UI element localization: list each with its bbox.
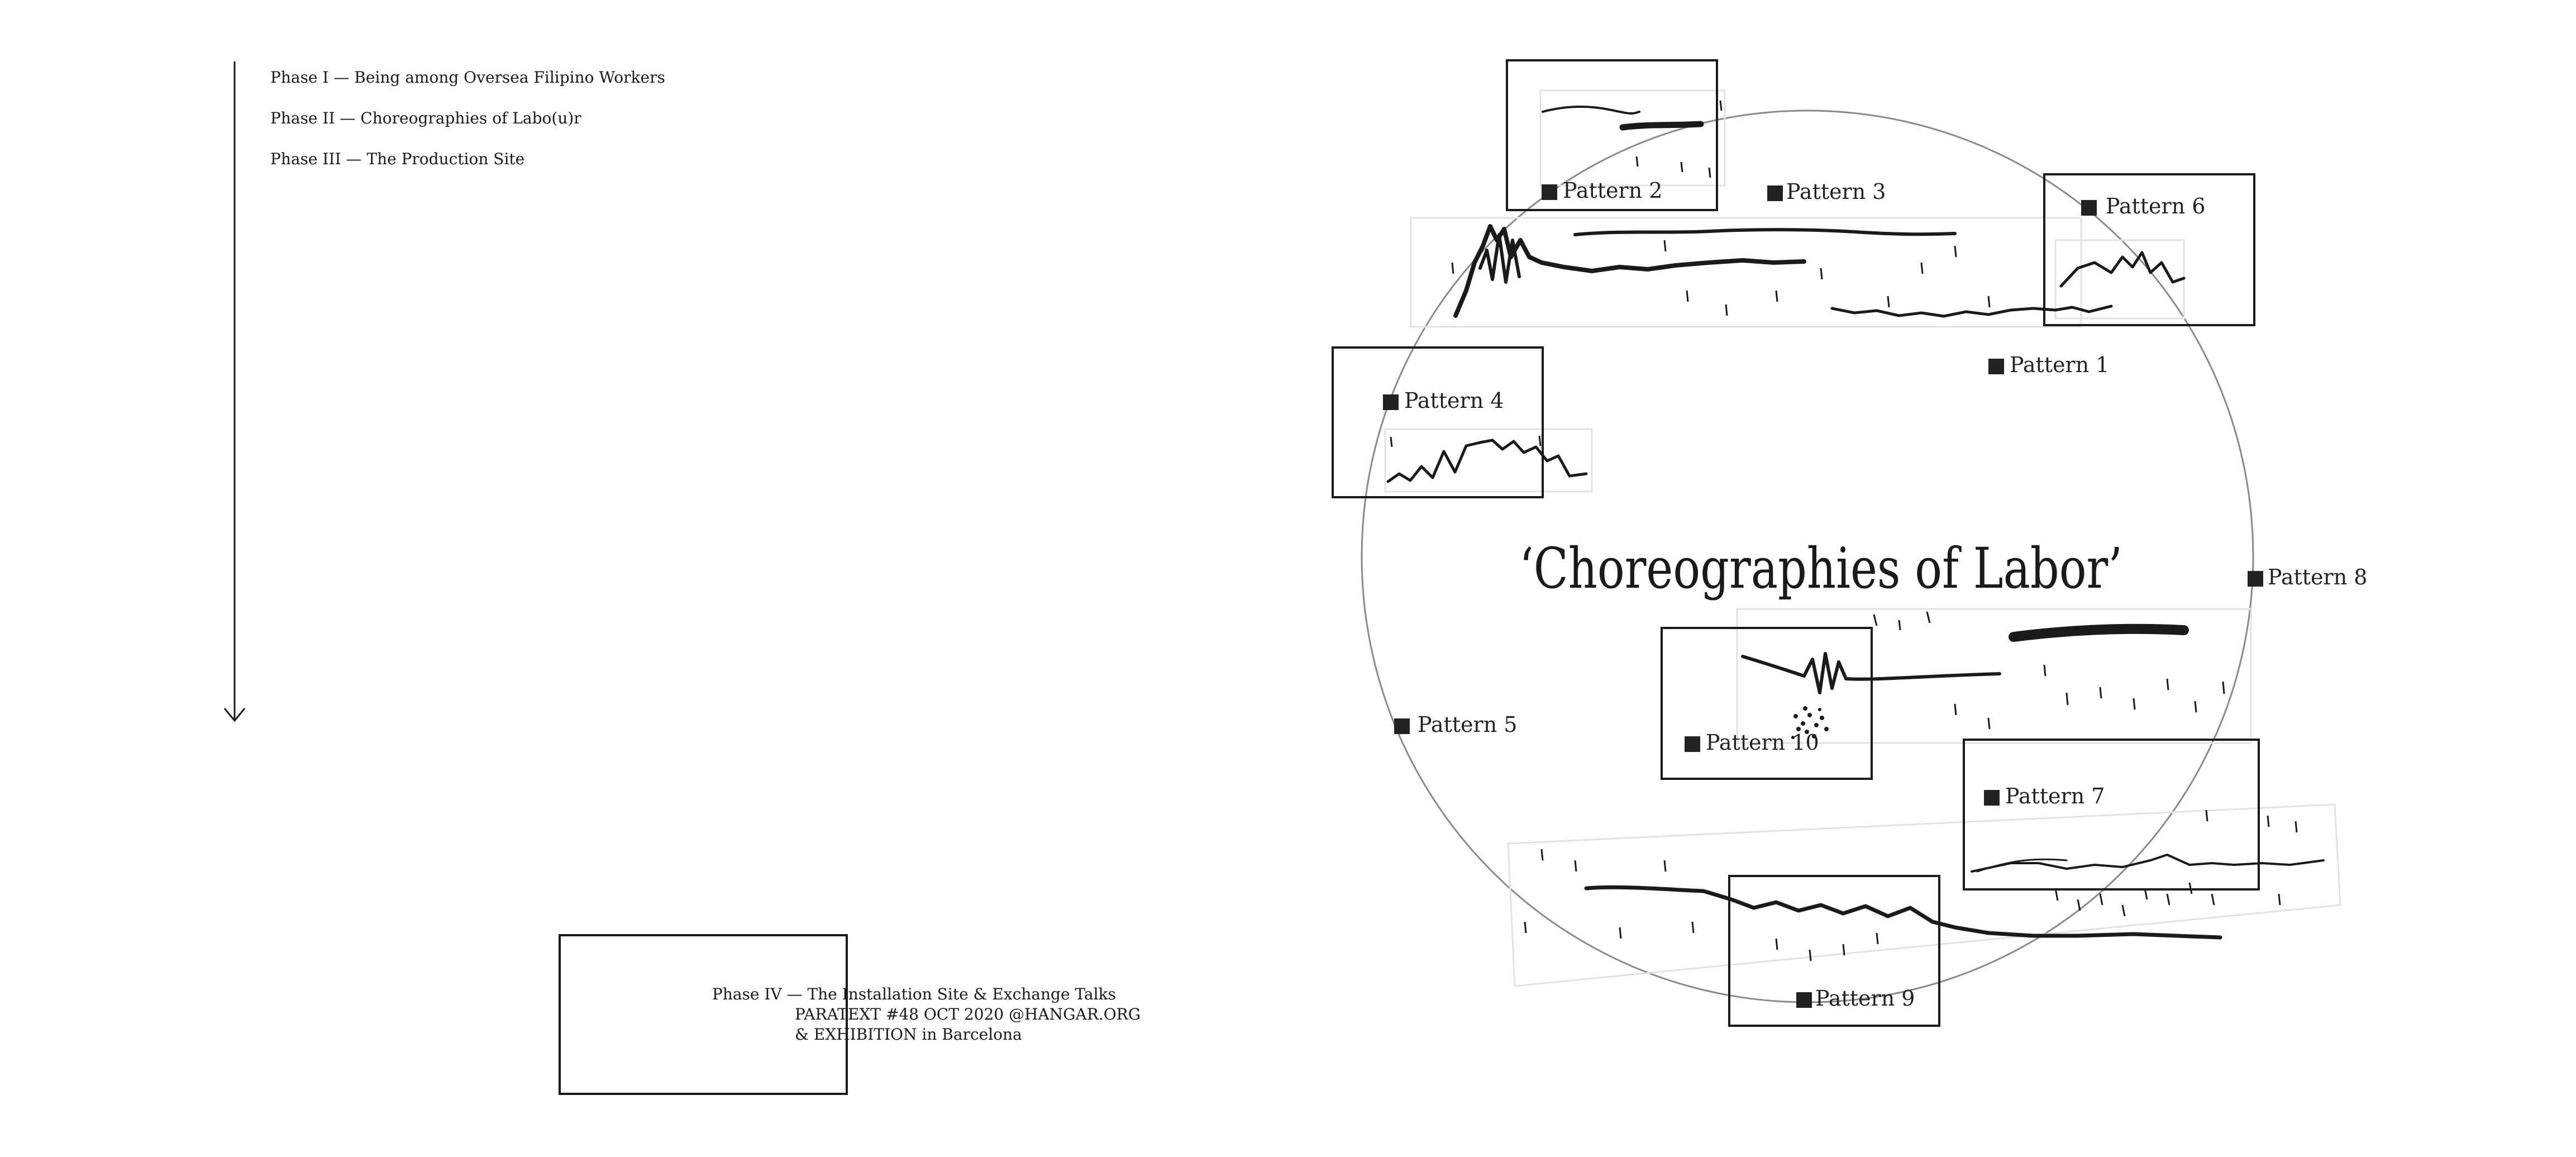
phase-1-label: Phase I — Being among Oversea Filipino W… xyxy=(270,68,665,87)
pattern-5-label: Pattern 5 xyxy=(1418,712,1517,737)
pattern-10-box xyxy=(1661,627,1873,780)
diagram-title: ‘Choreographies of Labor’ xyxy=(1519,536,2122,601)
pattern-6-marker xyxy=(2081,200,2097,216)
phase-4-exhibition: & EXHIBITION in Barcelona xyxy=(795,1025,1022,1044)
pattern-2-marker xyxy=(1542,184,1557,200)
phase-4-event: PARATEXT #48 OCT 2020 @HANGAR.ORG xyxy=(795,1005,1141,1023)
phase-2-label: Phase II — Choreographies of Labo(u)r xyxy=(270,109,581,127)
pattern-1-marker xyxy=(1988,359,2004,374)
pattern-3-label: Pattern 3 xyxy=(1786,179,1886,204)
pattern-4-marker xyxy=(1383,394,1399,410)
tick-marks xyxy=(1390,100,2298,961)
pattern-5-marker xyxy=(1394,718,1410,734)
pattern-10-marker xyxy=(1685,736,1700,752)
pattern-8-marker xyxy=(2248,571,2263,587)
phase-4-label: Phase IV — The Installation Site & Excha… xyxy=(712,985,1116,1003)
pattern-7-box xyxy=(1963,739,2260,891)
pattern-2-label: Pattern 2 xyxy=(1563,178,1662,203)
phase-3-label: Phase III — The Production Site xyxy=(270,150,525,168)
pattern-10-label: Pattern 10 xyxy=(1706,730,1819,755)
scan-backgrounds xyxy=(1384,89,2341,987)
pattern-1-label: Pattern 1 xyxy=(2010,353,2109,377)
pattern-6-label: Pattern 6 xyxy=(2106,194,2205,218)
pattern-3-marker xyxy=(1767,185,1783,201)
pattern-markers xyxy=(1383,184,2263,1008)
pattern-6-box xyxy=(2043,173,2255,326)
pattern-9-box xyxy=(1728,875,1940,1027)
phase-4-text: Phase IV — The Installation Site & Excha… xyxy=(712,984,1141,1045)
phase-4-frame xyxy=(559,934,848,1095)
drawn-patterns xyxy=(1386,106,2325,940)
pattern-9-label: Pattern 9 xyxy=(1815,986,1915,1011)
pattern-7-marker xyxy=(1984,790,2000,806)
dot-cluster xyxy=(1791,706,1829,739)
pattern-2-box xyxy=(1506,59,1718,211)
pattern-7-label: Pattern 7 xyxy=(2005,784,2105,808)
pattern-4-box xyxy=(1332,346,1544,498)
pattern-4-label: Pattern 4 xyxy=(1404,388,1504,413)
pattern-9-marker xyxy=(1796,992,1812,1008)
pattern-boxes xyxy=(1332,59,2260,1027)
pattern-8-label: Pattern 8 xyxy=(2268,565,2367,589)
